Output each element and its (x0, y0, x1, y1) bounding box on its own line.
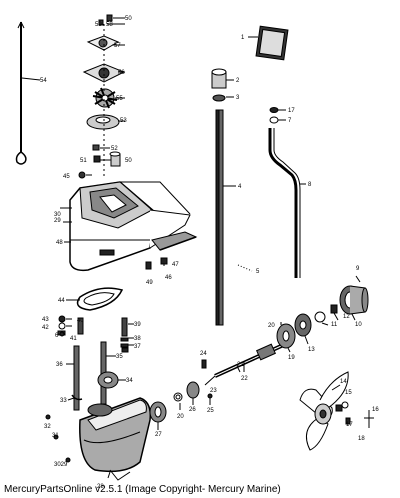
callout-32: 32 (44, 424, 51, 430)
stud-parts[interactable] (73, 317, 129, 411)
callout-43: 43 (42, 317, 49, 323)
callout-39: 39 (134, 322, 141, 328)
callout-17b: 17 (346, 422, 353, 428)
callout-45: 45 (63, 174, 70, 180)
callout-47: 47 (172, 262, 179, 268)
callout-26: 26 (189, 407, 196, 413)
forward-gear-part[interactable] (276, 313, 312, 349)
callout-35: 35 (116, 354, 123, 360)
drive-gear-part[interactable] (97, 371, 119, 389)
callout-59: 59 (95, 22, 102, 28)
callout-51: 51 (80, 158, 87, 164)
callout-56: 56 (118, 70, 125, 76)
callout-6: 6 (55, 333, 59, 339)
callout-1: 1 (241, 35, 245, 41)
propeller-shaft-part[interactable] (214, 340, 291, 378)
callout-12: 12 (343, 314, 350, 320)
callout-44: 44 (58, 298, 65, 304)
pin-part[interactable] (237, 264, 253, 272)
callout-15: 15 (345, 390, 352, 396)
callout-14: 14 (340, 379, 347, 385)
callout-36: 36 (56, 362, 63, 368)
callout-53: 53 (120, 118, 127, 124)
callout-57: 57 (114, 43, 121, 49)
gasket-part[interactable] (76, 287, 124, 311)
bearing-carrier-part[interactable] (339, 285, 369, 315)
callout-19: 19 (288, 355, 295, 361)
bearing-part[interactable] (149, 401, 167, 423)
callout-9: 9 (356, 266, 360, 272)
callout-40: 40 (77, 318, 84, 324)
driveshaft-part[interactable] (215, 109, 224, 326)
callout-2: 2 (236, 78, 240, 84)
callout-29: 29 (54, 218, 61, 224)
callout-28: 28 (97, 484, 104, 490)
callout-49: 49 (146, 280, 153, 286)
shift-shaft-part[interactable] (268, 128, 301, 278)
callout-27: 27 (155, 432, 162, 438)
callout-25: 25 (207, 408, 214, 414)
callout-4: 4 (238, 184, 242, 190)
callout-58: 58 (106, 22, 113, 28)
callout-21: 21 (237, 362, 244, 368)
callout-30: 30 (54, 212, 61, 218)
callout-3: 3 (236, 95, 240, 101)
o-ring-part[interactable] (269, 107, 279, 113)
callout-3029: 3029 (54, 462, 68, 468)
callout-11: 11 (331, 322, 338, 328)
callout-20b: 20 (177, 414, 184, 420)
decal-part[interactable] (255, 25, 289, 61)
callout-7: 7 (288, 118, 292, 124)
callout-17: 17 (288, 108, 295, 114)
callout-48: 48 (56, 240, 63, 246)
shift-rod-part[interactable] (15, 21, 27, 165)
gearcase-housing-part[interactable] (79, 397, 152, 481)
callout-38: 38 (134, 336, 141, 342)
callout-46: 46 (165, 275, 172, 281)
callout-23: 23 (210, 388, 217, 394)
callout-labels: 1 2 3 4 5 6 7 8 9 10 11 12 13 14 15 16 1… (40, 16, 379, 490)
callout-50b: 50 (125, 16, 132, 22)
gear-housing-part[interactable] (69, 181, 191, 272)
bushing-part[interactable] (269, 116, 279, 124)
callout-8: 8 (308, 182, 312, 188)
callout-5: 5 (256, 269, 260, 275)
callout-54: 54 (40, 78, 47, 84)
copyright-footer: MercuryPartsOnline v2.5.1 (Image Copyrig… (4, 484, 281, 495)
callout-33: 33 (60, 398, 67, 404)
callout-18: 18 (358, 436, 365, 442)
driveshaft-bushing-part[interactable] (211, 68, 227, 102)
callout-10: 10 (355, 322, 362, 328)
callout-42: 42 (42, 325, 49, 331)
callout-55: 55 (116, 96, 123, 102)
callout-37: 37 (134, 344, 141, 350)
callout-24: 24 (200, 351, 207, 357)
callout-41: 41 (70, 336, 77, 342)
trim-tab-part[interactable] (151, 231, 198, 251)
callout-16: 16 (372, 407, 379, 413)
callout-34: 34 (126, 378, 133, 384)
callout-22: 22 (241, 376, 248, 382)
propeller-part[interactable] (299, 371, 349, 451)
callout-20: 20 (268, 323, 275, 329)
callout-52: 52 (111, 146, 118, 152)
water-pump-assembly[interactable] (78, 14, 126, 179)
callout-31: 31 (52, 433, 59, 439)
callout-50: 50 (125, 158, 132, 164)
callout-13: 13 (308, 347, 315, 353)
